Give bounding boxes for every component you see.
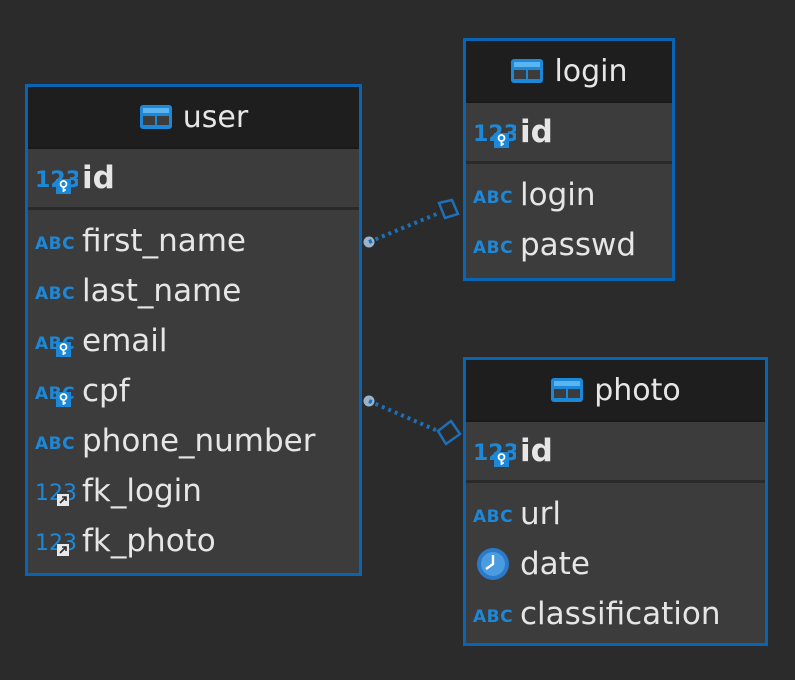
column-name: fk_photo bbox=[82, 523, 216, 559]
relation-line bbox=[368, 211, 440, 244]
column-name: url bbox=[520, 496, 562, 532]
column-row[interactable]: url bbox=[466, 489, 765, 539]
relation-user-login[interactable] bbox=[363, 198, 460, 248]
table-icon bbox=[551, 378, 584, 402]
column-row[interactable]: classification bbox=[466, 589, 765, 639]
column-name: email bbox=[82, 323, 168, 359]
column-row[interactable]: cpf bbox=[28, 366, 359, 416]
text-icon bbox=[473, 188, 514, 208]
column-row[interactable]: fk_login bbox=[28, 466, 359, 516]
entity-photo[interactable]: photo id url date classification bbox=[463, 357, 768, 646]
column-list: first_name last_name email cpf phone_num… bbox=[28, 210, 359, 566]
column-row[interactable]: email bbox=[28, 316, 359, 366]
column-row[interactable]: phone_number bbox=[28, 416, 359, 466]
relation-user-photo[interactable] bbox=[363, 395, 462, 446]
relation-target-diamond bbox=[436, 419, 462, 446]
entity-header: user bbox=[28, 87, 359, 149]
text-icon bbox=[473, 238, 514, 258]
numeric-key-icon bbox=[473, 122, 516, 149]
column-row[interactable]: fk_photo bbox=[28, 516, 359, 566]
text-icon bbox=[35, 434, 76, 454]
column-list: login passwd bbox=[466, 164, 672, 270]
numeric-key-icon bbox=[473, 441, 516, 468]
text-key-icon bbox=[35, 384, 76, 408]
relation-target-diamond bbox=[437, 198, 460, 220]
numeric-fk-icon bbox=[35, 481, 77, 507]
column-row[interactable]: passwd bbox=[466, 220, 672, 270]
entity-user[interactable]: user id first_name last_name email cpf bbox=[25, 84, 362, 576]
column-name: login bbox=[520, 177, 596, 213]
column-name: id bbox=[520, 433, 553, 469]
text-icon bbox=[473, 507, 514, 527]
table-icon bbox=[511, 59, 544, 83]
column-row[interactable]: login bbox=[466, 170, 672, 220]
entity-title: user bbox=[182, 99, 249, 135]
entity-header: photo bbox=[466, 360, 765, 422]
primary-key-row[interactable]: id bbox=[466, 422, 765, 483]
numeric-key-icon bbox=[35, 168, 78, 195]
column-row[interactable]: date bbox=[466, 539, 765, 589]
column-row[interactable]: first_name bbox=[28, 216, 359, 266]
column-name: last_name bbox=[82, 273, 242, 309]
clock-icon bbox=[475, 547, 511, 581]
column-name: id bbox=[520, 114, 553, 150]
column-name: first_name bbox=[82, 223, 246, 259]
column-list: url date classification bbox=[466, 483, 765, 639]
text-icon bbox=[473, 607, 514, 627]
column-name: id bbox=[82, 160, 115, 196]
column-name: cpf bbox=[82, 373, 130, 409]
column-name: phone_number bbox=[82, 423, 316, 459]
relation-line bbox=[368, 399, 439, 433]
entity-header: login bbox=[466, 41, 672, 103]
column-row[interactable]: last_name bbox=[28, 266, 359, 316]
primary-key-row[interactable]: id bbox=[28, 149, 359, 210]
column-name: classification bbox=[520, 596, 721, 632]
entity-title: photo bbox=[594, 372, 681, 408]
text-icon bbox=[35, 284, 76, 304]
entity-title: login bbox=[554, 53, 628, 89]
text-icon bbox=[35, 234, 76, 254]
column-name: fk_login bbox=[82, 473, 202, 509]
primary-key-row[interactable]: id bbox=[466, 103, 672, 164]
entity-login[interactable]: login id login passwd bbox=[463, 38, 675, 281]
table-icon bbox=[139, 105, 172, 129]
column-name: passwd bbox=[520, 227, 637, 263]
numeric-fk-icon bbox=[35, 531, 77, 557]
text-key-icon bbox=[35, 334, 76, 358]
column-name: date bbox=[520, 546, 590, 582]
